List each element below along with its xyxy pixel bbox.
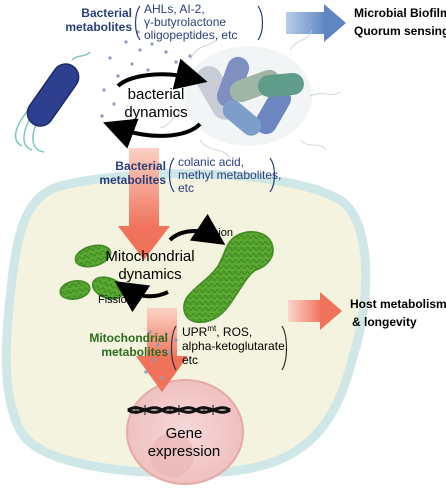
biofilm-outcome-label: Microbial Biofilm Quorum sensing	[354, 6, 446, 38]
mid-metabolites-line2: metabolites	[99, 173, 166, 187]
metabolite-dots	[144, 330, 178, 380]
mito-dynamics-line1: Mitochondrial	[105, 248, 194, 265]
bacterial-metabolites-label-top: Bacterial metabolites	[65, 6, 132, 34]
host-outcome-label: Host metabolism & longevity	[350, 297, 446, 329]
mitochondrion-fused	[183, 231, 274, 324]
bacterial-dynamics-label: bacterial dynamics	[124, 86, 187, 121]
bacterial-colony-icon	[159, 29, 341, 159]
bacterial-metabolites-line1: Bacterial	[81, 6, 132, 20]
host-outcome-line1: Host metabolism	[350, 297, 446, 311]
nucleus	[126, 379, 244, 485]
mid-metabolites-line1: Bacterial	[115, 159, 166, 173]
bracket-mito-right	[281, 325, 288, 371]
dna-helix-icon	[127, 405, 231, 415]
host-outcome-line2: & longevity	[352, 315, 417, 329]
bracket-top-left	[134, 5, 141, 41]
bacterial-dynamics-line2: dynamics	[124, 104, 187, 121]
bracket-mid-right	[269, 157, 276, 193]
mito-metabolites-examples: UPRmt, ROS, alpha-ketoglutarate, etc	[182, 324, 288, 367]
bacterial-metabolites-label-mid: Bacterial metabolites	[99, 159, 166, 187]
mito-metabolites-line1: Mitochondrial	[89, 331, 168, 345]
mito-examples-line1: UPRmt, ROS,	[182, 324, 252, 339]
upr-superscript: mt	[207, 324, 217, 333]
gene-expression-line1: Gene	[166, 425, 203, 442]
mito-cycle-arrows	[114, 213, 226, 313]
mid-examples-line3: etc	[178, 181, 194, 195]
mito-examples-line3: etc	[182, 353, 198, 367]
upr-rest: , ROS,	[216, 325, 252, 339]
fusion-label: Fusion	[200, 227, 233, 239]
mito-metabolites-label: Mitochondrial metabolites	[89, 331, 168, 359]
mito-dynamics-line2: dynamics	[118, 266, 181, 283]
bracket-top-right	[257, 5, 264, 41]
bracket-mito-left	[170, 325, 177, 371]
mito-dynamics-label: Mitochondrial dynamics	[105, 248, 194, 283]
mito-examples-line2: alpha-ketoglutarate,	[182, 339, 288, 353]
bacterium-icon	[14, 51, 91, 153]
arrow-to-biofilm	[286, 4, 346, 42]
outcome-line1: Microbial Biofilm	[354, 6, 446, 20]
arrow-to-host	[288, 292, 342, 330]
bacterial-metabolites-line2: metabolites	[65, 20, 132, 34]
bacterial-cycle-arrows	[103, 58, 208, 149]
gene-expression-line2: expression	[148, 443, 221, 460]
fission-label: Fission	[98, 294, 133, 306]
examples-line3: oligopeptides, etc	[144, 28, 237, 42]
bacterial-metabolites-examples-mid: colanic acid, methyl metabolites, etc	[178, 155, 281, 195]
upr-text: UPR	[182, 325, 208, 339]
flow-arrow-down	[118, 148, 170, 260]
mid-examples-line1: colanic acid,	[178, 155, 244, 169]
bracket-mid-left	[168, 157, 175, 193]
examples-line1: AHLs, AI-2,	[144, 2, 205, 16]
bacterial-dynamics-line1: bacterial	[128, 86, 185, 103]
mid-examples-line2: methyl metabolites,	[178, 168, 281, 182]
examples-line2: γ-butyrolactone	[144, 15, 226, 29]
outcome-line2: Quorum sensing	[354, 24, 446, 38]
mito-metabolites-line2: metabolites	[101, 345, 168, 359]
gene-expression-label: Gene expression	[148, 425, 221, 460]
bacterial-metabolites-examples-top: AHLs, AI-2, γ-butyrolactone oligopeptide…	[144, 2, 237, 42]
